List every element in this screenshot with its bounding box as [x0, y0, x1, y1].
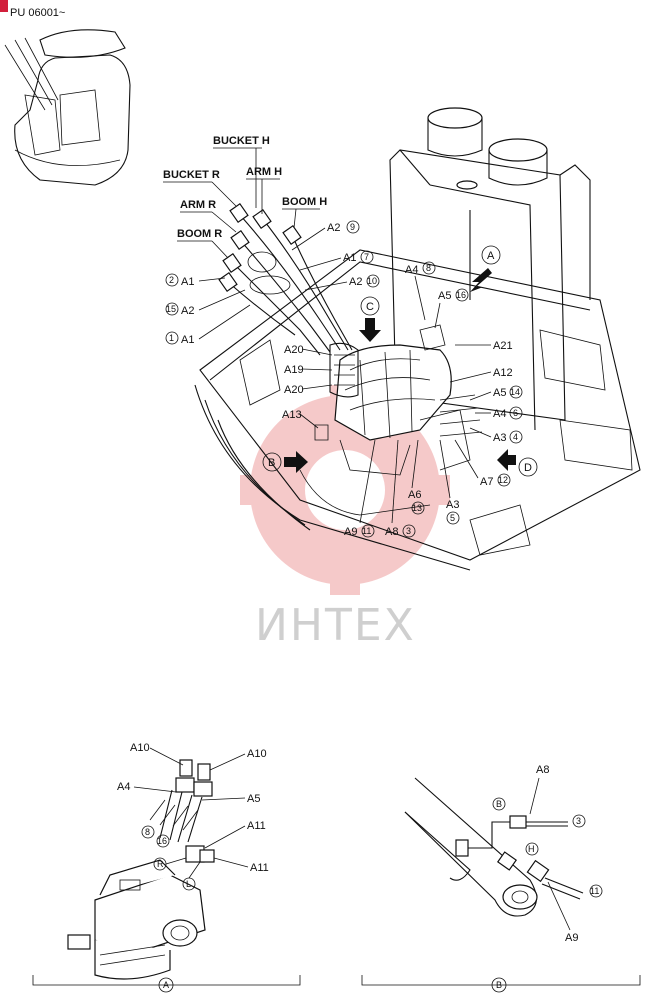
detail-a-l: L — [186, 879, 191, 889]
num-16: 16 — [456, 290, 466, 300]
callout-a8-3: A8 — [385, 526, 398, 538]
num-6: 6 — [513, 408, 518, 418]
watermark-text: ИНТЕХ — [255, 600, 416, 651]
view-a: A — [487, 250, 495, 262]
machine-thumbnail — [4, 29, 131, 186]
callout-a7-12: A7 — [480, 476, 493, 488]
upper-frame — [194, 107, 641, 571]
view-b: B — [268, 457, 275, 469]
detail-b-a9: A9 — [565, 932, 578, 944]
num-7: 7 — [364, 252, 369, 262]
callout-a1-2: A1 — [181, 276, 194, 288]
view-b-arrow — [284, 451, 308, 473]
corner-marker — [0, 0, 8, 12]
view-c: C — [366, 301, 374, 313]
num-9: 9 — [350, 222, 355, 232]
callouts: A2 9 A1 7 A2 10 2 A1 15 A2 1 A1 A4 8 A — [165, 220, 523, 538]
view-a-arrow — [470, 268, 492, 292]
callout-a5-14: A5 — [493, 387, 506, 399]
callout-a2-9: A2 — [327, 222, 340, 234]
view-c-arrow — [359, 318, 381, 342]
label-bucket-h: BUCKET H — [213, 135, 270, 147]
num-12: 12 — [498, 475, 508, 485]
callout-a4-8: A4 — [405, 264, 418, 276]
serial-number: PU 06001~ — [10, 7, 65, 19]
detail-a-a11-top: A11 — [247, 820, 266, 832]
num-4: 4 — [513, 432, 518, 442]
detail-b-h: H — [528, 844, 535, 854]
detail-a: A10 A10 A4 A5 A11 A11 8 16 R L A — [32, 742, 301, 993]
num-8: 8 — [426, 263, 431, 273]
label-bucket-r: BUCKET R — [163, 169, 220, 181]
num-10: 10 — [367, 276, 377, 286]
label-arm-h: ARM H — [246, 166, 282, 178]
num-1: 1 — [169, 333, 174, 343]
view-d: D — [524, 462, 532, 474]
detail-a-a5: A5 — [247, 793, 260, 805]
detail-a-a11-bot: A11 — [250, 862, 269, 874]
detail-a-r: R — [157, 859, 164, 869]
callout-a5-16: A5 — [438, 290, 451, 302]
view-a-circle — [481, 245, 501, 265]
callout-a9-11: A9 — [344, 526, 357, 538]
callout-a6-13: A6 — [408, 489, 421, 501]
callout-a1-7: A1 — [343, 252, 356, 264]
detail-b-a8: A8 — [536, 764, 549, 776]
num-13: 13 — [412, 503, 422, 513]
hydraulic-hoses — [218, 202, 353, 356]
detail-b-b: B — [496, 799, 502, 809]
num-2: 2 — [169, 275, 174, 285]
callout-a2-15: A2 — [181, 305, 194, 317]
callout-a4-6: A4 — [493, 408, 506, 420]
detail-b: A8 3 B H 11 A9 B — [361, 764, 641, 993]
callout-a20-top: A20 — [284, 344, 304, 356]
callout-a12: A12 — [493, 367, 513, 379]
detail-b-num-3: 3 — [576, 816, 581, 826]
view-b-circle — [262, 452, 282, 472]
detail-a-num-16: 16 — [157, 836, 167, 846]
num-14: 14 — [510, 387, 520, 397]
callout-a19: A19 — [284, 364, 304, 376]
view-markers: A C B D — [262, 245, 538, 477]
label-arm-r: ARM R — [180, 199, 216, 211]
label-boom-r: BOOM R — [177, 228, 222, 240]
view-c-circle — [360, 296, 380, 316]
detail-a-num-8: 8 — [145, 827, 150, 837]
view-d-circle — [518, 457, 538, 477]
detail-a-a4: A4 — [117, 781, 130, 793]
num-3: 3 — [406, 526, 411, 536]
callout-a3-4: A3 — [493, 432, 506, 444]
detail-a-a10-right: A10 — [247, 748, 267, 760]
callout-a2-10: A2 — [349, 276, 362, 288]
view-d-arrow — [497, 449, 516, 471]
callout-a3-5: A3 — [446, 499, 459, 511]
callout-a1-1: A1 — [181, 334, 194, 346]
callout-a13: A13 — [282, 409, 302, 421]
hose-labels: BUCKET H BUCKET R ARM H ARM R BOOM H BOO… — [163, 135, 327, 259]
detail-a-a10-left: A10 — [130, 742, 150, 754]
num-15: 15 — [166, 304, 176, 314]
detail-a-view: A — [163, 980, 169, 990]
callout-a21: A21 — [493, 340, 513, 352]
detail-b-num-11: 11 — [590, 886, 599, 896]
num-5: 5 — [450, 513, 455, 523]
detail-b-view: B — [496, 980, 502, 990]
label-boom-h: BOOM H — [282, 196, 327, 208]
callout-a20-bot: A20 — [284, 384, 304, 396]
num-11: 11 — [362, 526, 371, 536]
